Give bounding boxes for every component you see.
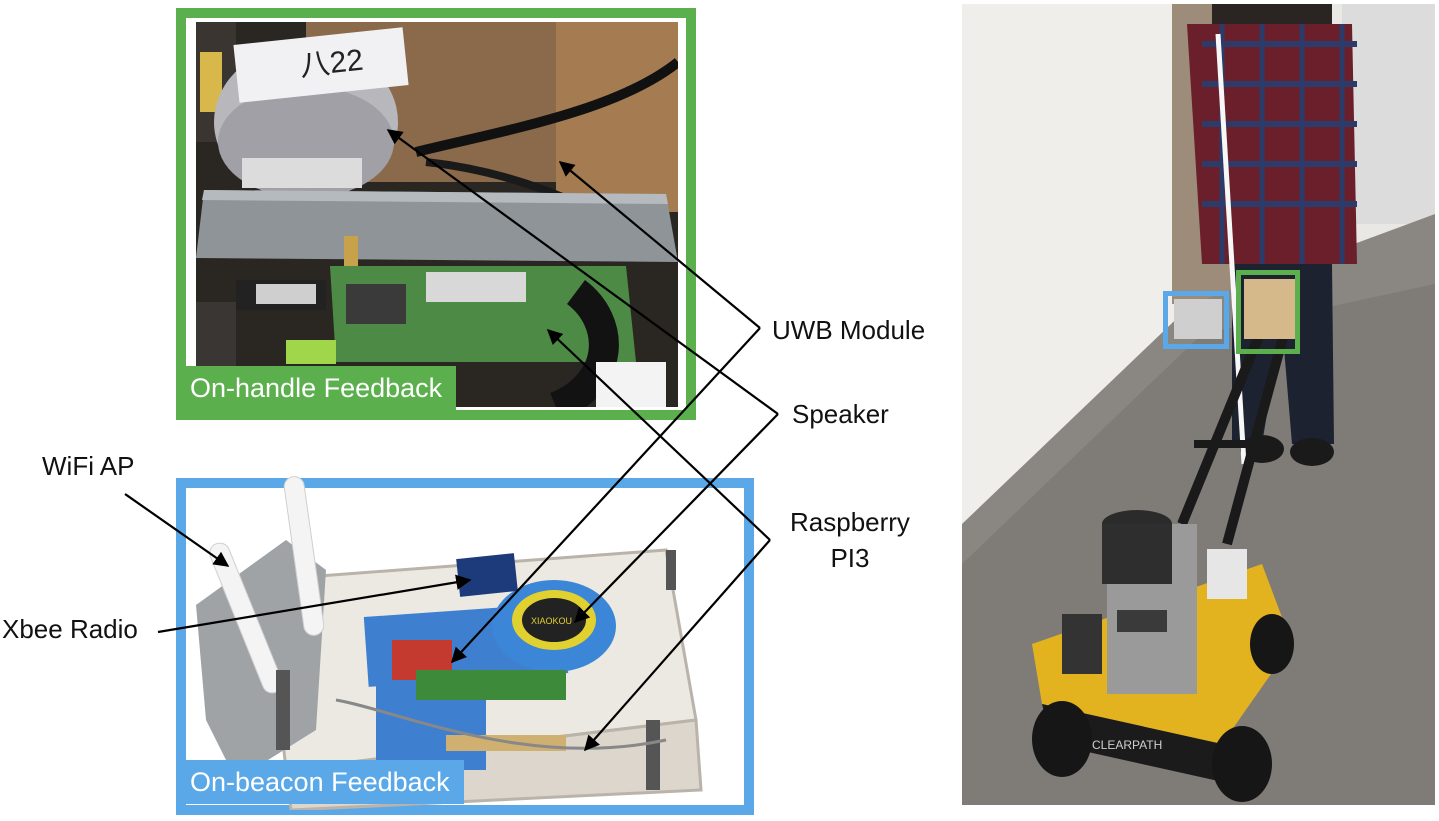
robot-photo: CLEARPATH [962, 4, 1435, 805]
uwb-module-label: UWB Module [772, 315, 926, 345]
raspberry-pi-label-line1: Raspberry [790, 507, 910, 537]
beacon-caption: On-beacon Feedback [176, 760, 464, 804]
robot-brand-text: CLEARPATH [1092, 738, 1162, 752]
handle-highlight-box [1236, 270, 1300, 354]
handle-caption: On-handle Feedback [176, 366, 457, 410]
handle-photo: 八22 [196, 22, 678, 407]
beacon-photo: CLEARPATH XIAOKOU [196, 470, 736, 810]
speaker-sticker-text: 八22 [298, 44, 364, 83]
speaker-label: Speaker [792, 399, 889, 429]
xbee-radio-label: Xbee Radio [2, 614, 138, 644]
beacon-highlight-box [1163, 291, 1229, 349]
wifi-ap-label: WiFi AP [42, 451, 135, 481]
raspberry-pi-label: Raspberry PI3 [790, 504, 910, 576]
raspberry-pi-label-line2: PI3 [830, 543, 870, 573]
beacon-speaker-brand: XIAOKOU [531, 616, 572, 626]
